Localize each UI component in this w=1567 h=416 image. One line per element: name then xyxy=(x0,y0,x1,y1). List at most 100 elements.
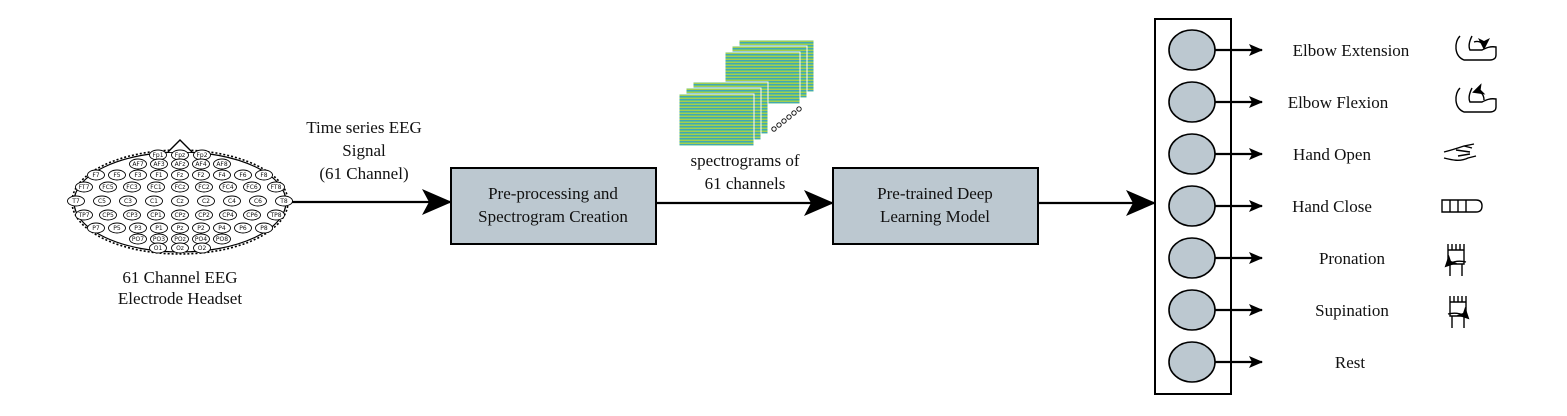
electrode-label: O1 xyxy=(154,245,163,252)
elbow-extension-icon xyxy=(1455,35,1497,61)
output-rest: Rest xyxy=(1168,341,1365,383)
electrode-label: FC6 xyxy=(246,184,258,191)
electrode-o1: O1 xyxy=(149,242,167,254)
electrode-label: PO7 xyxy=(132,236,144,243)
electrode-f3: F3 xyxy=(129,169,147,181)
electrode-label: F7 xyxy=(92,172,99,179)
model-box[interactable] xyxy=(832,167,1039,245)
output-node[interactable] xyxy=(1168,289,1216,331)
electrode-f4: F4 xyxy=(213,169,231,181)
electrode-label: C2 xyxy=(202,198,210,205)
hand-close-icon xyxy=(1441,199,1483,213)
headset-caption-line2: Electrode Headset xyxy=(118,289,242,308)
output-label: Elbow Extension xyxy=(1293,41,1410,60)
output-node[interactable] xyxy=(1168,81,1216,123)
electrode-poz: POz xyxy=(171,233,189,245)
output-label: Pronation xyxy=(1319,249,1386,268)
electrode-cp1: CP1 xyxy=(147,209,165,221)
output-label: Elbow Flexion xyxy=(1288,93,1389,112)
electrode-label: Fp1 xyxy=(152,152,163,159)
output-label: Hand Close xyxy=(1292,197,1372,216)
electrode-label: P6 xyxy=(239,225,247,232)
output-node[interactable] xyxy=(1168,237,1216,279)
electrode-label: O2 xyxy=(198,245,207,252)
electrode-fz: Fz xyxy=(171,169,189,181)
electrode-c1: C1 xyxy=(145,195,163,207)
electrode-label: C3 xyxy=(124,198,132,205)
electrode-po4: PO4 xyxy=(192,233,210,245)
electrode-cp2: CP2 xyxy=(195,209,213,221)
electrode-oz: Oz xyxy=(171,242,189,254)
electrode-pz: Pz xyxy=(171,222,189,234)
output-label: Supination xyxy=(1315,301,1389,320)
electrode-label: F1 xyxy=(155,172,162,179)
model-line1: Pre-trained Deep xyxy=(877,184,993,203)
electrode-cz: Cz xyxy=(171,195,189,207)
electrode-p6: P6 xyxy=(234,222,252,234)
electrode-label: FT7 xyxy=(79,184,90,191)
electrode-fc3: FC3 xyxy=(123,181,141,193)
electrode-cp4: CP4 xyxy=(219,209,237,221)
electrode-label: CP1 xyxy=(150,212,162,219)
electrode-c2: C2 xyxy=(197,195,215,207)
electrode-label: CP6 xyxy=(246,212,258,219)
electrode-c6: C6 xyxy=(249,195,267,207)
electrode-cpz: CPz xyxy=(171,209,189,221)
electrode-f8: F8 xyxy=(255,169,273,181)
electrode-label: FCz xyxy=(175,184,186,191)
output-supination: Supination xyxy=(1168,289,1470,331)
electrode-fc1: FC1 xyxy=(147,181,165,193)
electrode-p7: P7 xyxy=(87,222,105,234)
model-line2: Learning Model xyxy=(880,207,990,226)
electrode-tp8: TP8 xyxy=(267,209,285,221)
electrode-label: F5 xyxy=(113,172,120,179)
electrode-ft8: FT8 xyxy=(267,181,285,193)
electrode-po7: PO7 xyxy=(129,233,147,245)
output-hand-close: Hand Close xyxy=(1168,185,1483,227)
electrode-af7: AF7 xyxy=(129,158,147,170)
electrode-label: FC5 xyxy=(102,184,114,191)
electrode-af3: AF3 xyxy=(150,158,168,170)
electrode-c5: C5 xyxy=(93,195,111,207)
electrode-fc5: FC5 xyxy=(99,181,117,193)
electrode-fpz: Fpz xyxy=(171,149,189,161)
output-node[interactable] xyxy=(1168,185,1216,227)
output-elbow-flexion: Elbow Flexion xyxy=(1168,81,1497,123)
electrode-p1: P1 xyxy=(150,222,168,234)
electrode-label: FT8 xyxy=(271,184,282,191)
preprocessing-box[interactable] xyxy=(450,167,657,245)
electrode-label: CPz xyxy=(175,212,186,219)
output-node[interactable] xyxy=(1168,29,1216,71)
electrode-fc4: FC4 xyxy=(219,181,237,193)
electrode-f5: F5 xyxy=(108,169,126,181)
electrode-f2: F2 xyxy=(192,169,210,181)
ellipsis-dots xyxy=(771,106,802,132)
electrode-o2: O2 xyxy=(193,242,211,254)
electrode-label: P3 xyxy=(134,225,142,232)
output-node[interactable] xyxy=(1168,133,1216,175)
output-hand-open: Hand Open xyxy=(1168,133,1477,175)
electrode-cp5: CP5 xyxy=(99,209,117,221)
electrode-label: Fpz xyxy=(175,152,185,159)
electrode-label: TP8 xyxy=(269,212,281,219)
electrode-label: P2 xyxy=(197,225,205,232)
spectrogram-label-line2: 61 channels xyxy=(705,174,786,193)
electrode-label: FC1 xyxy=(150,184,162,191)
electrode-fc2: FC2 xyxy=(195,181,213,193)
electrode-label: CP4 xyxy=(222,212,234,219)
electrode-label: AF3 xyxy=(153,161,165,168)
electrode-label: Oz xyxy=(176,245,184,252)
electrode-label: T7 xyxy=(71,198,80,205)
electrode-f6: F6 xyxy=(234,169,252,181)
electrode-p8: P8 xyxy=(255,222,273,234)
electrode-label: C4 xyxy=(228,198,236,205)
electrode-label: T8 xyxy=(279,198,288,205)
electrode-label: Pz xyxy=(177,225,184,232)
electrode-label: C5 xyxy=(98,198,106,205)
electrode-tp7: TP7 xyxy=(75,209,93,221)
electrode-label: TP7 xyxy=(77,212,89,219)
electrode-label: F8 xyxy=(260,172,267,179)
output-node[interactable] xyxy=(1168,341,1216,383)
